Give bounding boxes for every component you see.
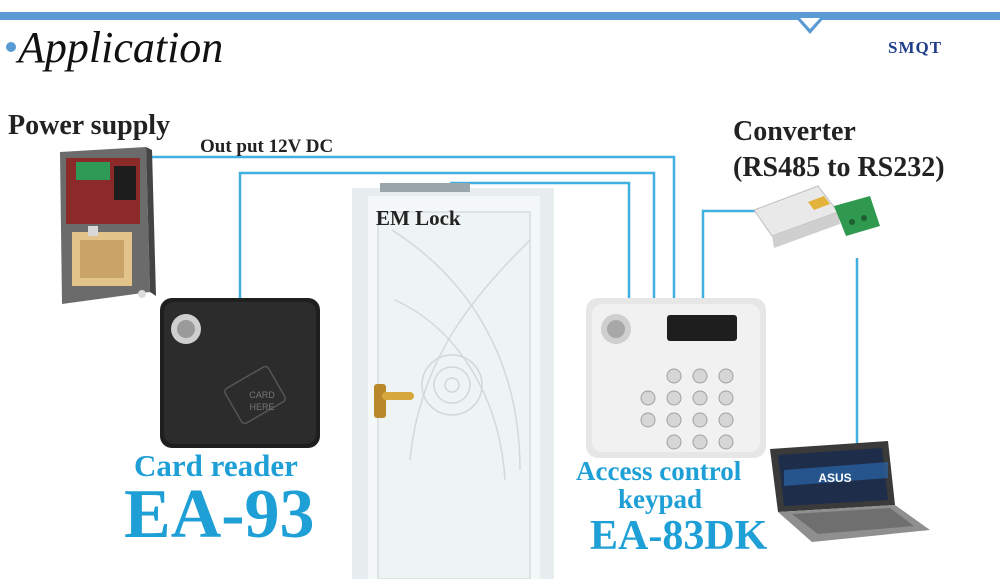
output-voltage-label: Out put 12V DC — [200, 136, 334, 157]
wire-power-to-keypad — [150, 155, 676, 305]
access-keypad-device — [586, 298, 766, 458]
header-notch-inner — [800, 18, 820, 29]
header-bar — [0, 12, 1000, 20]
power-supply-unit — [60, 147, 156, 304]
rs485-rs232-converter — [753, 185, 880, 248]
card-reader-label: Card reader — [134, 448, 298, 483]
laptop-brand: ASUS — [818, 471, 851, 485]
card-reader-device: CARD HERE — [160, 298, 320, 448]
laptop-computer: ASUS — [770, 441, 930, 542]
em-lock-label: EM Lock — [376, 206, 461, 230]
card-here-line2: HERE — [249, 402, 274, 412]
converter-label: Converter — [733, 116, 856, 147]
keypad-model: EA-83DK — [590, 513, 768, 559]
keypad-buttons — [640, 368, 734, 450]
wire-keypad-to-converter — [701, 209, 760, 305]
wire-card-reader-to-keypad — [238, 171, 656, 305]
keypad-label-line2: keypad — [618, 484, 703, 514]
door-with-em-lock — [352, 183, 554, 579]
converter-spec-label: (RS485 to RS232) — [733, 152, 945, 183]
title-bullet — [6, 42, 16, 52]
card-reader-model: EA-93 — [124, 476, 315, 553]
card-here-line1: CARD — [249, 390, 275, 400]
page-title: Application — [18, 23, 224, 72]
wire-emlock-to-keypad — [450, 181, 631, 305]
keypad-label-line1: Access control — [576, 456, 742, 486]
brand-logo: SMQT — [888, 38, 943, 57]
power-supply-label: Power supply — [8, 110, 171, 141]
wires — [150, 155, 859, 452]
